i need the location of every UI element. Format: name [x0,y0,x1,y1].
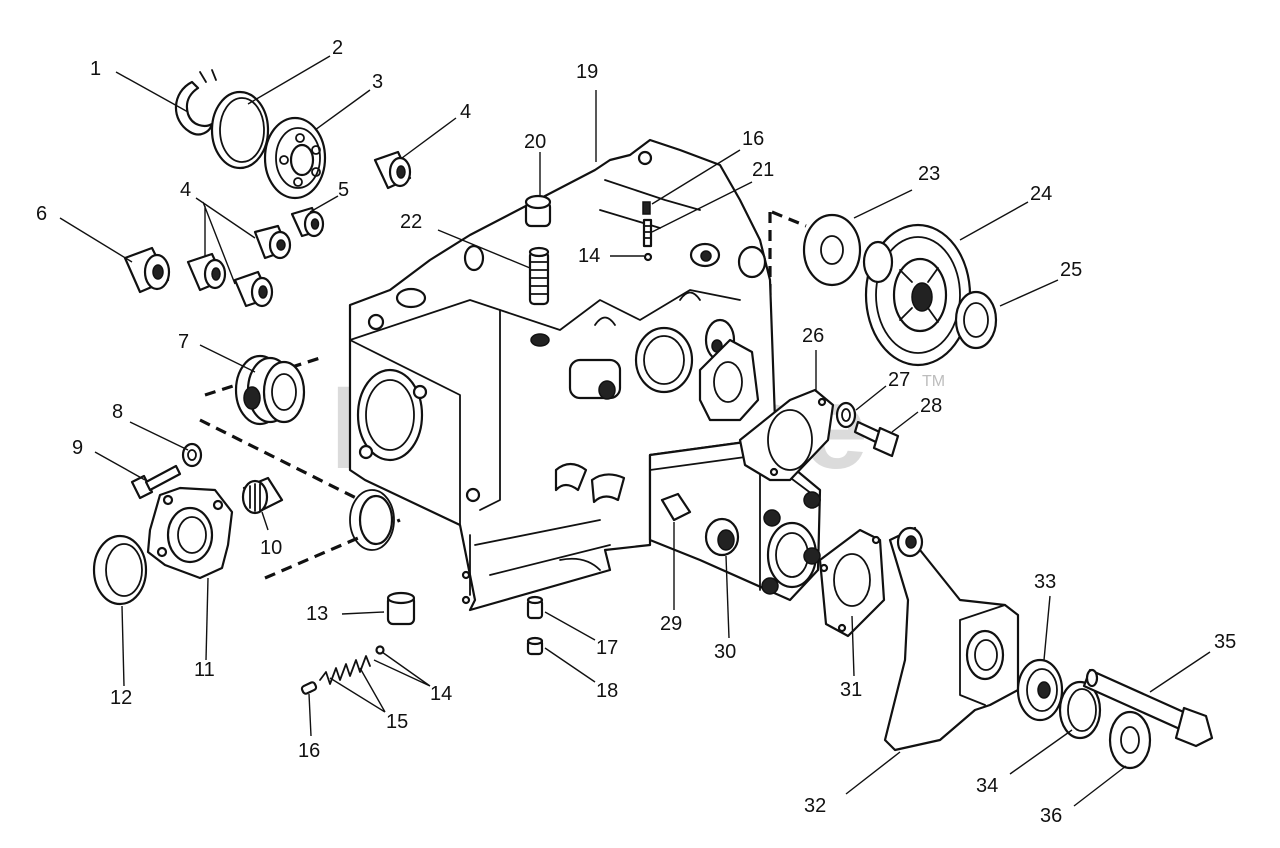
callout-22: 22 [400,211,422,233]
callout-5: 5 [338,179,349,201]
callout-25: 25 [1060,259,1082,281]
callout-16-top: 16 [742,128,764,150]
callout-29: 29 [660,613,682,635]
callout-23: 23 [918,163,940,185]
callout-10: 10 [260,537,282,559]
callout-16-bottom: 16 [298,740,320,762]
callout-13: 13 [306,603,328,625]
part-8-washer [181,442,203,468]
callout-35: 35 [1214,631,1236,653]
part-1-snap-ring [174,69,217,136]
callout-3: 3 [372,71,383,93]
part-35-bolt [1082,668,1214,748]
part-28-bolt [853,420,900,458]
callout-33: 33 [1034,571,1056,593]
callout-24: 24 [1030,183,1052,205]
callout-34: 34 [976,775,998,797]
part-3-bearing [263,116,327,200]
part-32-bracket [883,526,1020,752]
callout-19: 19 [576,61,598,83]
part-25-washer [954,290,998,350]
part-16-21-14-pins [642,201,653,262]
part-4-bushings [186,150,412,308]
callout-4-top: 4 [460,101,471,123]
upper-gasket [698,338,760,422]
housing-clips [349,462,626,551]
part-11-flange [146,486,234,580]
watermark-trademark: TM [922,373,945,390]
part-36-washer [1108,710,1152,770]
part-33-bearing [1016,658,1064,722]
part-20-breather [524,194,552,228]
callout-4-left: 4 [180,179,191,201]
part-6-bushing [123,246,171,294]
callout-26: 26 [802,325,824,347]
callout-21: 21 [752,159,774,181]
part-24-pulley [862,223,972,367]
callout-30: 30 [714,641,736,663]
part-23-washer [802,213,862,287]
part-12-seal [92,534,148,606]
part-13-plug [386,591,416,626]
part-17-pin [526,595,544,620]
callout-12: 12 [110,687,132,709]
callout-17: 17 [596,637,618,659]
leader-lines [59,55,1211,807]
callout-27: 27 [888,369,910,391]
part-10-needle-bearing [241,476,284,515]
part-22-stud [528,246,550,306]
part-5-bushing [290,206,325,238]
callout-11: 11 [194,659,215,681]
part-26-gasket [738,388,835,482]
callout-9: 9 [72,437,83,459]
callout-1: 1 [90,58,101,80]
callout-14-top: 14 [578,245,600,267]
callout-36: 36 [1040,805,1062,827]
callout-18: 18 [596,680,618,702]
part-7-seal [234,354,306,426]
part-34-snap-ring [1058,680,1102,740]
callout-labels: 1 2 3 4 4 5 6 7 8 9 10 11 12 13 14 14 15… [36,37,1236,827]
callout-6: 6 [36,203,47,225]
part-14-15-16-spring-set [300,645,385,695]
callout-31: 31 [840,679,862,701]
part-31-gasket [818,528,886,638]
callout-2: 2 [332,37,343,59]
part-27-washer [835,401,857,429]
callout-20: 20 [524,131,546,153]
part-2-ring [210,90,270,170]
callout-32: 32 [804,795,826,817]
part-9-bolt [130,464,182,500]
part-18-plug [526,636,544,656]
part-19-housing [348,138,777,612]
callout-8: 8 [112,401,123,423]
callout-7: 7 [178,331,189,353]
callout-14-bottom: 14 [430,683,452,705]
callout-28: 28 [920,395,942,417]
callout-15: 15 [386,711,408,733]
